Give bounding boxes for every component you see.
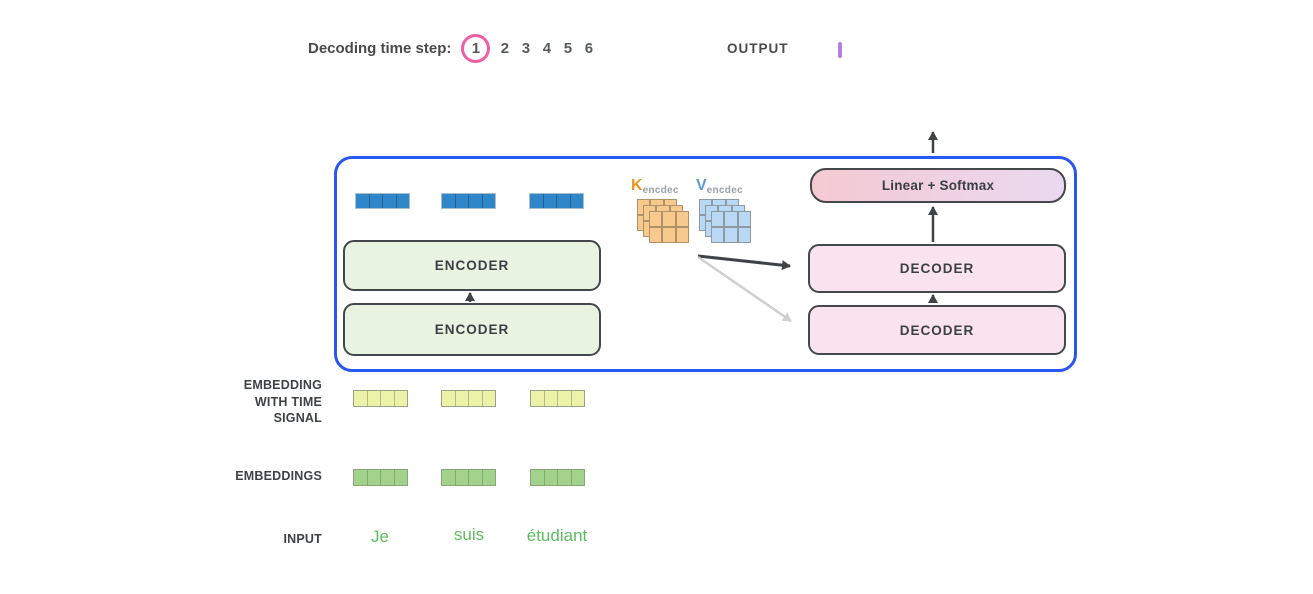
k-encdec-label: Kencdec: [631, 177, 679, 197]
time-signal-vectors-bar: [441, 390, 496, 407]
matrix-cell: [675, 227, 689, 243]
time-step-2[interactable]: 2: [500, 39, 510, 57]
embedding-vectors-bar: [441, 469, 496, 486]
matrix-cell: [711, 211, 725, 227]
matrix-cell: [724, 227, 738, 243]
decoder-top-label: DECODER: [899, 261, 975, 276]
vector-cell: [381, 391, 395, 406]
decoder-bottom-label: DECODER: [899, 322, 975, 338]
input-word-2: suis: [453, 525, 485, 544]
vector-cell: [368, 470, 381, 485]
k-subscript: encdec: [642, 185, 679, 196]
vector-cell: [530, 194, 544, 208]
matrix-cell: [675, 211, 689, 227]
vector-cell: [558, 391, 572, 406]
vector-cell: [531, 470, 545, 485]
vector-cell: [381, 470, 395, 485]
encoder-top-label: ENCODER: [434, 258, 510, 273]
vector-cell: [456, 391, 469, 406]
vector-cell: [469, 470, 483, 485]
time-step-3[interactable]: 3: [521, 39, 531, 57]
matrix-cell: [649, 227, 663, 243]
time-signal-vectors-bar: [530, 390, 585, 407]
v-encdec-matrix-stack: [699, 199, 755, 245]
vector-cell: [483, 470, 496, 485]
v-letter: V: [696, 177, 707, 194]
input-label: INPUT: [283, 532, 322, 546]
encoder-bottom-box: ENCODER: [343, 303, 601, 356]
vector-cell: [354, 391, 368, 406]
embedding-vectors-bar: [530, 469, 585, 486]
vector-cell: [483, 194, 496, 208]
vector-cell: [572, 391, 585, 406]
matrix-cell: [724, 211, 738, 227]
matrix-layer: [649, 211, 689, 243]
v-encdec-label: Vencdec: [696, 177, 743, 197]
vector-cell: [545, 391, 558, 406]
encoder-input-vectors-bar: [529, 193, 584, 209]
vector-cell: [368, 391, 381, 406]
time-step-4[interactable]: 4: [542, 39, 552, 57]
time-step-6[interactable]: 6: [584, 39, 594, 57]
vector-cell: [558, 470, 572, 485]
matrix-cell: [737, 227, 751, 243]
vector-cell: [456, 194, 469, 208]
vector-cell: [397, 194, 410, 208]
embedding-with-time-signal-label: EMBEDDING WITH TIME SIGNAL: [243, 378, 322, 425]
vector-cell: [442, 470, 456, 485]
vector-cell: [469, 391, 483, 406]
vector-cell: [370, 194, 383, 208]
matrix-cell: [711, 227, 725, 243]
vector-cell: [395, 470, 408, 485]
decoding-time-step-label: Decoding time step:: [308, 39, 452, 57]
matrix-cell: [737, 211, 751, 227]
matrix-cell: [662, 227, 676, 243]
vector-cell: [531, 391, 545, 406]
k-letter: K: [631, 177, 643, 194]
vector-cell: [442, 194, 456, 208]
encoder-input-vectors-bar: [441, 193, 496, 209]
decoder-bottom-box: DECODER: [808, 305, 1066, 355]
vector-cell: [383, 194, 397, 208]
matrix-cell: [649, 211, 663, 227]
vector-cell: [571, 194, 584, 208]
embedding-vectors-bar: [353, 469, 408, 486]
vector-cell: [442, 391, 456, 406]
vector-cell: [456, 470, 469, 485]
output-text-cursor: [838, 42, 842, 58]
time-step-1[interactable]: 1: [461, 33, 491, 63]
decoder-top-box: DECODER: [808, 244, 1066, 293]
linear-softmax-box: Linear + Softmax: [810, 168, 1066, 203]
vector-cell: [572, 470, 585, 485]
vector-cell: [469, 194, 483, 208]
input-word-1: Je: [371, 527, 389, 546]
k-encdec-matrix-stack: [637, 199, 693, 245]
matrix-cell: [662, 211, 676, 227]
vector-cell: [545, 470, 558, 485]
encoder-top-box: ENCODER: [343, 240, 601, 291]
v-subscript: encdec: [706, 185, 743, 196]
encoder-input-vectors-bar: [355, 193, 410, 209]
vector-cell: [557, 194, 571, 208]
time-step-5[interactable]: 5: [563, 39, 573, 57]
vector-cell: [544, 194, 557, 208]
output-label: OUTPUT: [727, 41, 789, 56]
vector-cell: [395, 391, 408, 406]
time-signal-vectors-bar: [353, 390, 408, 407]
linear-softmax-label: Linear + Softmax: [881, 178, 995, 193]
embeddings-label: EMBEDDINGS: [235, 469, 322, 483]
encoder-bottom-label: ENCODER: [434, 322, 510, 337]
vector-cell: [354, 470, 368, 485]
vector-cell: [483, 391, 496, 406]
input-word-3: étudiant: [526, 526, 588, 545]
matrix-layer: [711, 211, 751, 243]
vector-cell: [356, 194, 370, 208]
